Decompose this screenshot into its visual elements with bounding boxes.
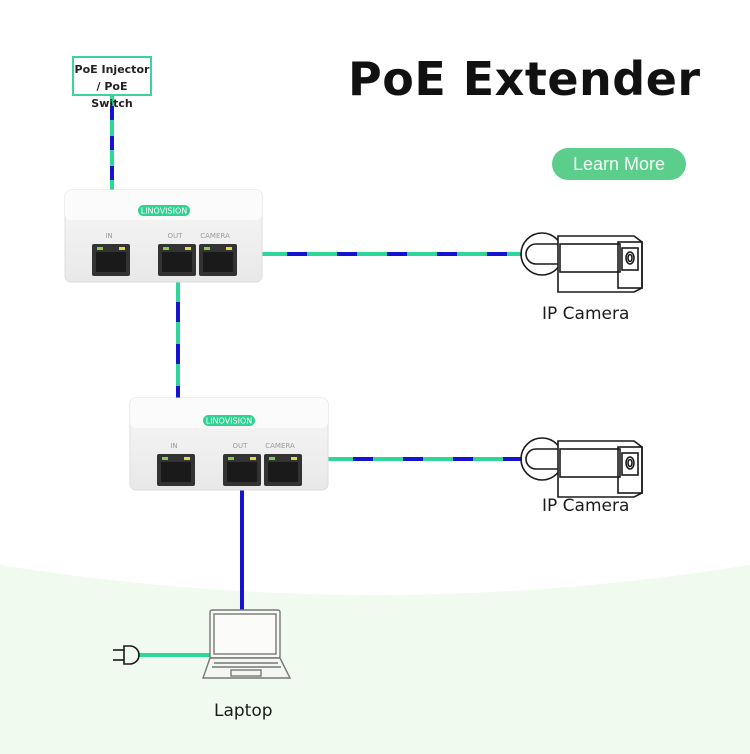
brand-label: LINOVISION bbox=[141, 207, 188, 216]
rj45-port-in bbox=[157, 454, 195, 486]
brand-badge bbox=[138, 205, 190, 216]
camera-2-label: IP Camera bbox=[542, 496, 630, 516]
poe-extender-2: LINOVISION IN OUT CAMERA bbox=[129, 397, 329, 491]
injector-label-line2: / PoE Switch bbox=[91, 80, 133, 110]
port-label-in: IN bbox=[170, 442, 177, 450]
port-label-out: OUT bbox=[168, 232, 184, 240]
rj45-port-camera bbox=[199, 244, 237, 276]
port-label-camera: CAMERA bbox=[265, 442, 295, 450]
page-title: PoE Extender bbox=[348, 52, 701, 106]
rj45-port-in bbox=[92, 244, 130, 276]
ip-camera-icon bbox=[520, 232, 643, 293]
port-label-out: OUT bbox=[233, 442, 249, 450]
camera-1-label: IP Camera bbox=[542, 304, 630, 324]
rj45-port-out bbox=[223, 454, 261, 486]
laptop-label: Laptop bbox=[214, 701, 273, 721]
brand-label: LINOVISION bbox=[206, 417, 253, 426]
ip-camera-icon bbox=[520, 437, 643, 498]
poe-extender-1: LINOVISION IN OUT CAMERA bbox=[64, 189, 263, 283]
poe-injector-box: PoE Injector / PoE Switch bbox=[72, 56, 152, 110]
rj45-port-out bbox=[158, 244, 196, 276]
port-label-in: IN bbox=[105, 232, 112, 240]
rj45-port-camera bbox=[264, 454, 302, 486]
port-label-camera: CAMERA bbox=[200, 232, 230, 240]
laptop-icon bbox=[202, 609, 292, 679]
power-plug-icon bbox=[113, 645, 140, 665]
brand-badge bbox=[203, 415, 255, 426]
injector-label-line1: PoE Injector bbox=[74, 63, 150, 76]
learn-more-button[interactable]: Learn More bbox=[552, 148, 686, 180]
